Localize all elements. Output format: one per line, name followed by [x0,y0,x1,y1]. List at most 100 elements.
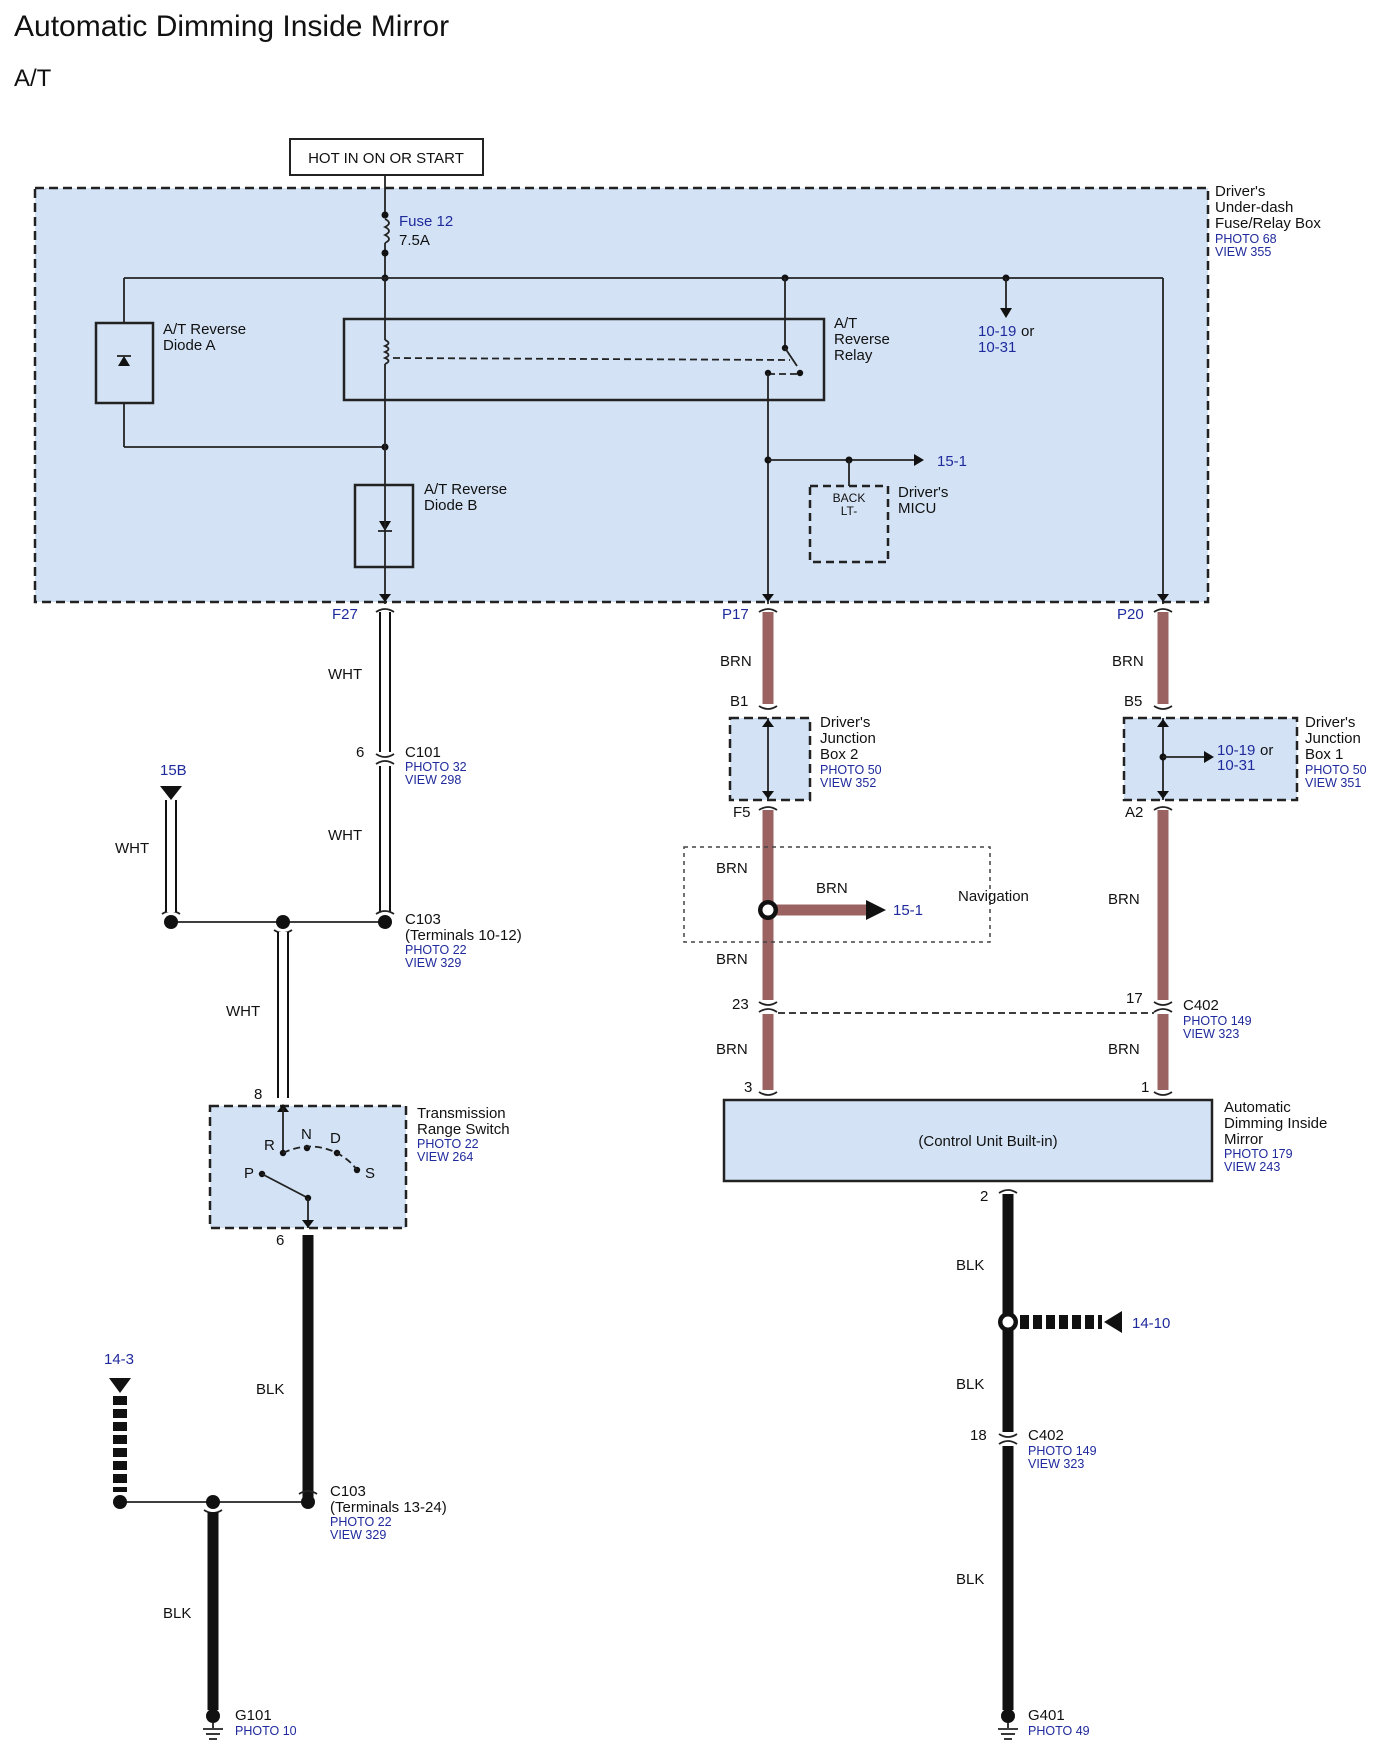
g101-photo[interactable]: PHOTO 10 [235,1724,297,1738]
arrow-right-icon [1204,751,1214,763]
wire-color-brn: BRN [716,1041,748,1058]
diode-a-label-2: Diode A [163,337,216,354]
fuse-relay-box [33,186,1210,604]
c101-pin: 6 [356,744,364,761]
trs-pos-n: N [301,1126,312,1143]
trs-pos-s: S [365,1165,375,1182]
trs-view[interactable]: VIEW 264 [417,1150,473,1164]
wire-color-brn: BRN [720,653,752,670]
c103-junction [113,1495,127,1509]
ground-icon [203,1709,223,1740]
wire-color-brn: BRN [1112,653,1144,670]
jb1-ref-b[interactable]: 10-31 [1217,757,1255,774]
micu-ref[interactable]: 15-1 [937,453,967,470]
relay-label-3: Relay [834,347,873,364]
jb1-view[interactable]: VIEW 351 [1305,776,1361,790]
connector-cap [1153,608,1173,613]
c103-bot-photo[interactable]: PHOTO 22 [330,1515,392,1529]
ref-top-b[interactable]: 10-31 [978,339,1016,356]
arrow-down-icon [762,791,774,799]
c402-top-photo[interactable]: PHOTO 149 [1183,1014,1252,1028]
mirror-pin-2: 2 [980,1188,988,1205]
wire-color-brn: BRN [816,880,848,897]
diode-b-label-1: A/T Reverse [424,481,507,498]
navigation-box [683,846,991,943]
arrow-up-icon [1157,719,1169,727]
mirror-box [722,1098,1214,1183]
arrow-down-icon [1000,308,1012,318]
wire-color-blk: BLK [956,1257,984,1274]
relay-label-1: A/T [834,315,857,332]
mirror-view[interactable]: VIEW 243 [1224,1160,1280,1174]
jb2-label-3: Box 2 [820,746,858,763]
jb1-label-3: Box 1 [1305,746,1343,763]
arrow-down-icon [379,594,391,602]
connector-cap [758,608,778,613]
hot-label: HOT IN ON OR START [308,150,464,167]
micu-box [808,484,890,564]
fuse-box-label-3: Fuse/Relay Box [1215,215,1321,232]
trs-switch-arm [261,1173,309,1199]
wire-color-wht: WHT [115,840,149,857]
arrow-down-icon [762,594,774,602]
c101-photo[interactable]: PHOTO 32 [405,760,467,774]
c402-cap [1153,1001,1173,1006]
mirror-label-1: Automatic [1224,1099,1291,1116]
micu-inner-1: BACK [833,491,866,505]
trs-arc [282,1145,358,1171]
mirror-inner-label: (Control Unit Built-in) [918,1133,1057,1150]
arrow-down-icon [302,1220,314,1228]
shield-junction-inner [1002,1316,1014,1328]
fuse-12-icon [382,218,390,244]
fuse-box-label-2: Under-dash [1215,199,1293,216]
mirror-label-2: Dimming Inside [1224,1115,1327,1132]
relay-label-2: Reverse [834,331,890,348]
terminal-a2: A2 [1125,804,1143,821]
wire-color-brn: BRN [1108,1041,1140,1058]
g401-name: G401 [1028,1707,1065,1724]
wire-color-brn: BRN [716,860,748,877]
mirror-pin-1: 1 [1141,1079,1149,1096]
fuse-box-photo: PHOTO 68 [1215,232,1277,246]
wire-color-blk: BLK [956,1571,984,1588]
jb2-view[interactable]: VIEW 352 [820,776,876,790]
c402-bot-view[interactable]: VIEW 323 [1028,1457,1084,1471]
jb1-photo[interactable]: PHOTO 50 [1305,763,1367,777]
c103-top-photo[interactable]: PHOTO 22 [405,943,467,957]
c101-name: C101 [405,744,441,761]
navigation-ref[interactable]: 15-1 [893,902,923,919]
wire-color-blk: BLK [956,1376,984,1393]
ref-15b[interactable]: 15B [160,762,187,779]
fuse-rating: 7.5A [399,232,430,249]
c402-top-view[interactable]: VIEW 323 [1183,1027,1239,1041]
jb2-label-1: Driver's [820,714,870,731]
c402-top-name: C402 [1183,997,1219,1014]
c103-top-name: C103 [405,911,441,928]
junction-dot [381,249,389,257]
g401-photo[interactable]: PHOTO 49 [1028,1724,1090,1738]
ref-14-10[interactable]: 14-10 [1132,1315,1170,1332]
c402-bot-photo[interactable]: PHOTO 149 [1028,1444,1097,1458]
jb1-label-1: Driver's [1305,714,1355,731]
fuse-junction [381,211,389,219]
ref-top-a[interactable]: 10-19 [978,323,1016,340]
c103-junction [276,915,290,929]
c103-bot-name: C103 [330,1483,366,1500]
c101-view[interactable]: VIEW 298 [405,773,461,787]
connector-cap [758,705,778,710]
mirror-photo[interactable]: PHOTO 179 [1224,1147,1293,1161]
trs-pos-p: P [244,1165,254,1182]
arrow-down-icon [1157,594,1169,602]
trs-photo[interactable]: PHOTO 22 [417,1137,479,1151]
g101-name: G101 [235,1707,272,1724]
c103-bot-view[interactable]: VIEW 329 [330,1528,386,1542]
ref-14-3[interactable]: 14-3 [104,1351,134,1368]
jb1-ref-a[interactable]: 10-19 [1217,742,1255,759]
c402-pin-right: 17 [1126,990,1143,1007]
jb1-ref-or: or [1260,742,1273,759]
c103-top-view[interactable]: VIEW 329 [405,956,461,970]
jb2-photo[interactable]: PHOTO 50 [820,763,882,777]
terminal-b1: B1 [730,693,748,710]
arrow-right-icon [914,454,924,466]
